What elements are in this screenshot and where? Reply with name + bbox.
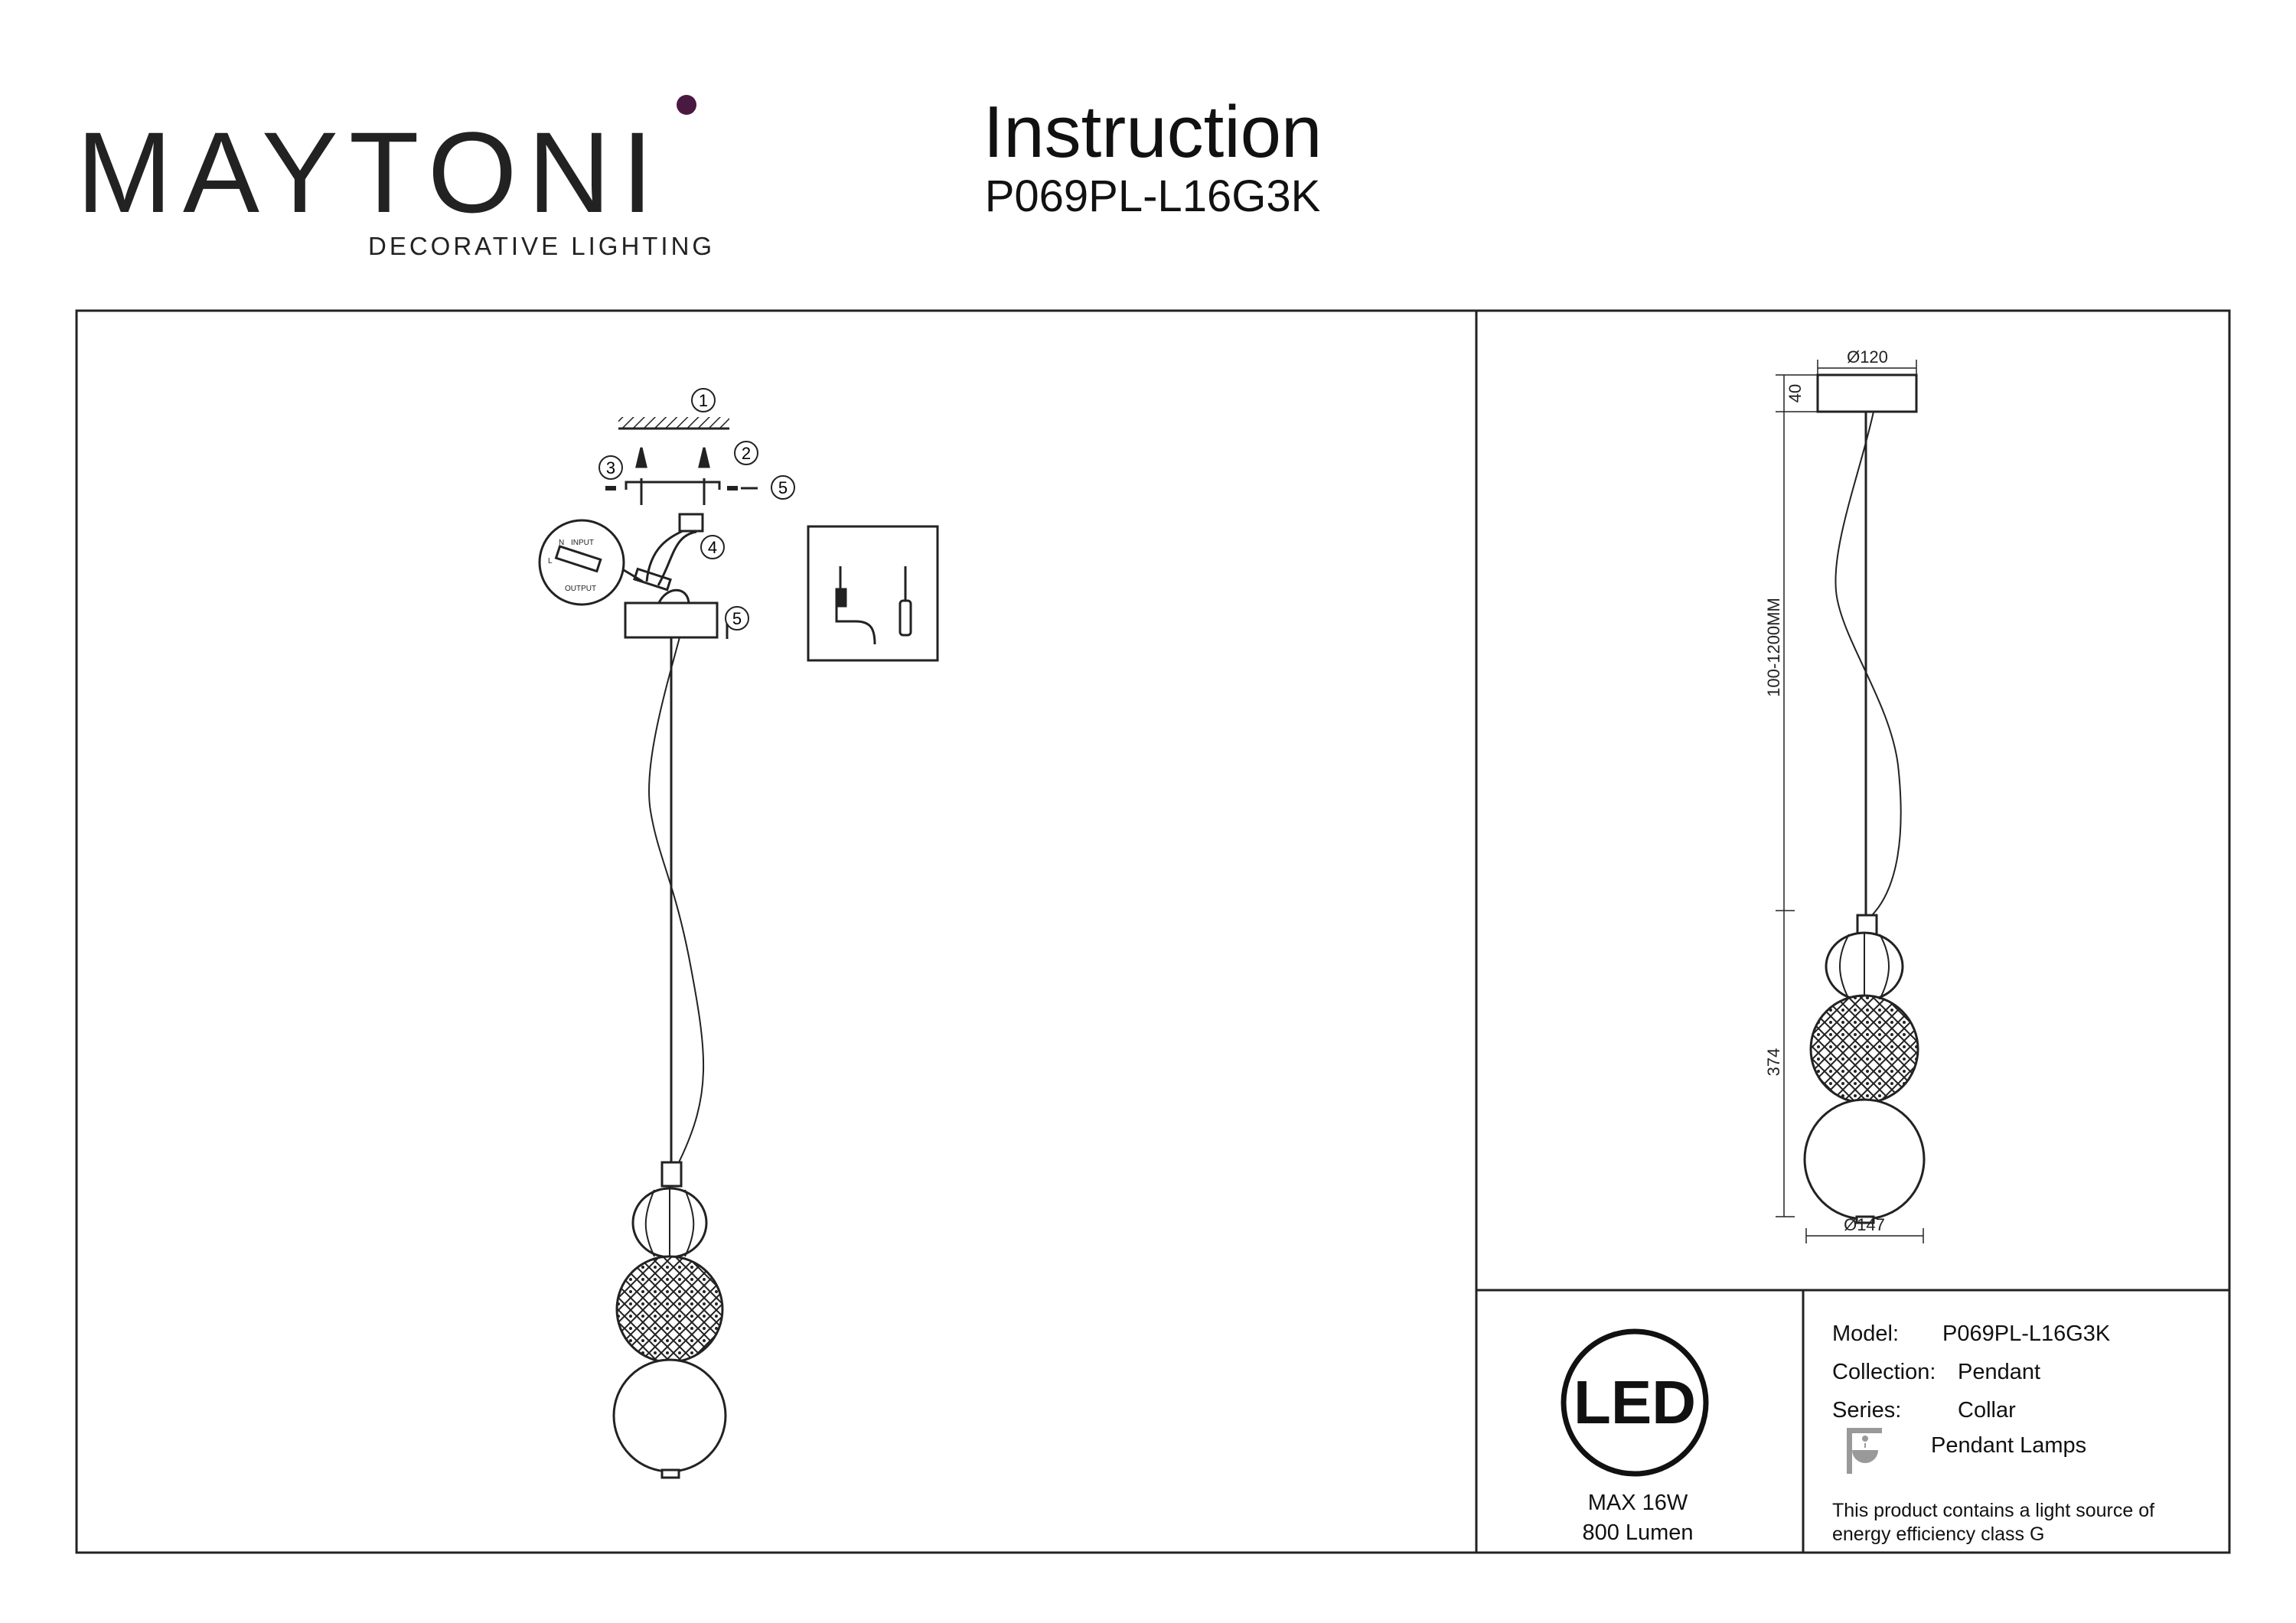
page-frame xyxy=(75,309,2231,1554)
power-cable xyxy=(648,637,705,1163)
wall-plug-icon xyxy=(635,447,710,468)
led-logo-text: LED xyxy=(1574,1368,1696,1436)
model-value: P069PL-L16G3K xyxy=(1942,1322,2111,1346)
callouts: 1 2 3 5 4 5 xyxy=(598,388,795,631)
screwdriver-icon xyxy=(899,566,912,637)
logo-accent-dot xyxy=(677,95,696,115)
model-label: Model: xyxy=(1832,1322,1900,1346)
led-icon xyxy=(1561,1328,1709,1477)
tools-box xyxy=(807,525,939,662)
energy-note-line-1: This product contains a light source of xyxy=(1832,1500,2155,1521)
glass-shade xyxy=(612,1358,727,1473)
led-lumen: 800 Lumen xyxy=(1582,1520,1694,1545)
dim-canopy-diameter: Ø120 xyxy=(1847,347,1888,367)
callout-5: 5 xyxy=(778,478,788,497)
callout-3: 3 xyxy=(606,458,615,477)
mounting-bracket xyxy=(625,481,721,490)
led-power: MAX 16W xyxy=(1587,1491,1688,1515)
led-driver xyxy=(633,567,672,592)
dim-canopy-height: 40 xyxy=(1786,384,1805,402)
canopy xyxy=(624,601,719,639)
callout-5b: 5 xyxy=(732,609,742,628)
ceiling-icon xyxy=(618,417,729,428)
crystal-shade xyxy=(615,1255,724,1364)
collection-value: Pendant xyxy=(1958,1360,2041,1384)
driver-detail-circle xyxy=(538,519,625,606)
category-label: Pendant Lamps xyxy=(1931,1433,2087,1458)
collection-label: Collection: xyxy=(1832,1360,1936,1384)
brand-tagline: DECORATIVE LIGHTING xyxy=(368,232,716,260)
dim-shade-diameter: Ø147 xyxy=(1844,1215,1885,1234)
terminal-block-icon xyxy=(678,513,704,533)
driver-l-label: L xyxy=(548,557,553,565)
driver-output-label: OUTPUT xyxy=(565,585,596,593)
brand-logo: MAYTONI xyxy=(77,108,664,236)
driver-input-label: INPUT xyxy=(571,539,594,547)
driver-n-label: N xyxy=(559,539,564,547)
callout-4: 4 xyxy=(708,538,717,557)
callout-1: 1 xyxy=(699,391,708,410)
series-label: Series: xyxy=(1832,1398,1902,1423)
callout-2: 2 xyxy=(742,444,751,463)
dim-cable-length: 100-1200MM xyxy=(1764,598,1783,697)
page-title: Instruction xyxy=(983,91,1322,173)
dimension-drawing xyxy=(1776,360,1926,1243)
assembly-diagram xyxy=(538,417,939,1479)
model-code: P069PL-L16G3K xyxy=(984,171,1321,221)
energy-note-line-2: energy efficiency class G xyxy=(1832,1524,2045,1545)
series-value: Collar xyxy=(1958,1398,2016,1423)
dim-body-height: 374 xyxy=(1764,1048,1783,1077)
drill-icon xyxy=(835,566,876,645)
driver-labels: L N INPUT OUTPUT xyxy=(548,539,596,593)
pendant-lamp-icon xyxy=(1847,1428,1882,1474)
